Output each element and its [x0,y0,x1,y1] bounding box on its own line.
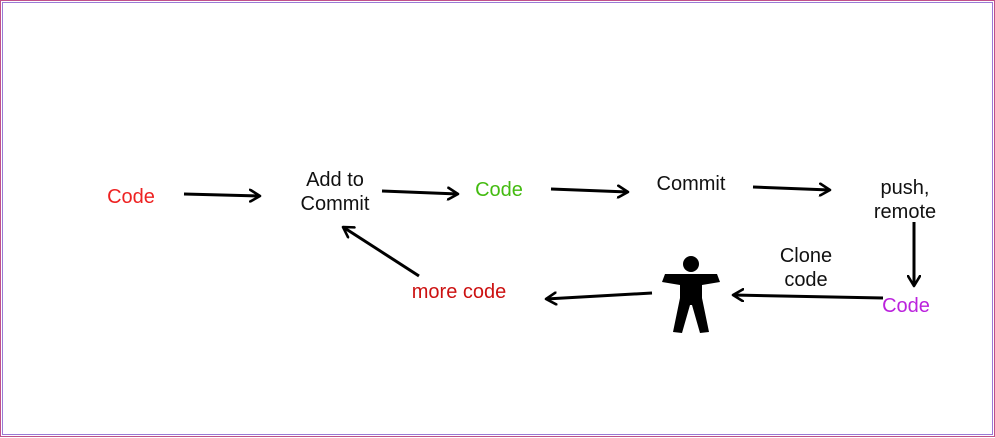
arrow-more-to-add [343,227,420,278]
node-add-to-commit-line1: Add to [306,169,364,191]
node-code-start: Code [96,185,166,209]
arrow-person-to-more [546,293,653,299]
arrow-code-to-commit [550,189,628,192]
node-commit-label: Commit [656,173,726,195]
arrow-commit-to-push [752,187,830,190]
node-push-remote-line2: remote [873,201,937,223]
node-code-start-label: Code [107,186,155,208]
node-commit: Commit [641,172,741,196]
node-clone-code-line1: Clone [779,245,833,267]
person-icon [662,256,720,333]
node-add-to-commit: Add to Commit [285,168,385,216]
node-code-purple: Code [871,294,941,318]
node-code-green-label: Code [475,179,523,201]
arrow-add-to-code [381,191,458,194]
node-push-remote: push, remote [855,176,955,224]
node-clone-code-line2: code [784,269,828,291]
arrow-code-to-person [733,295,884,298]
node-push-remote-line1: push, [880,177,930,199]
node-add-to-commit-line2: Commit [300,193,370,215]
node-more-code: more code [399,280,519,304]
node-code-green: Code [464,178,534,202]
node-code-purple-label: Code [882,295,930,317]
arrow-code-to-add [183,194,260,196]
node-more-code-label: more code [411,281,507,303]
node-clone-code: Clone code [756,244,856,292]
